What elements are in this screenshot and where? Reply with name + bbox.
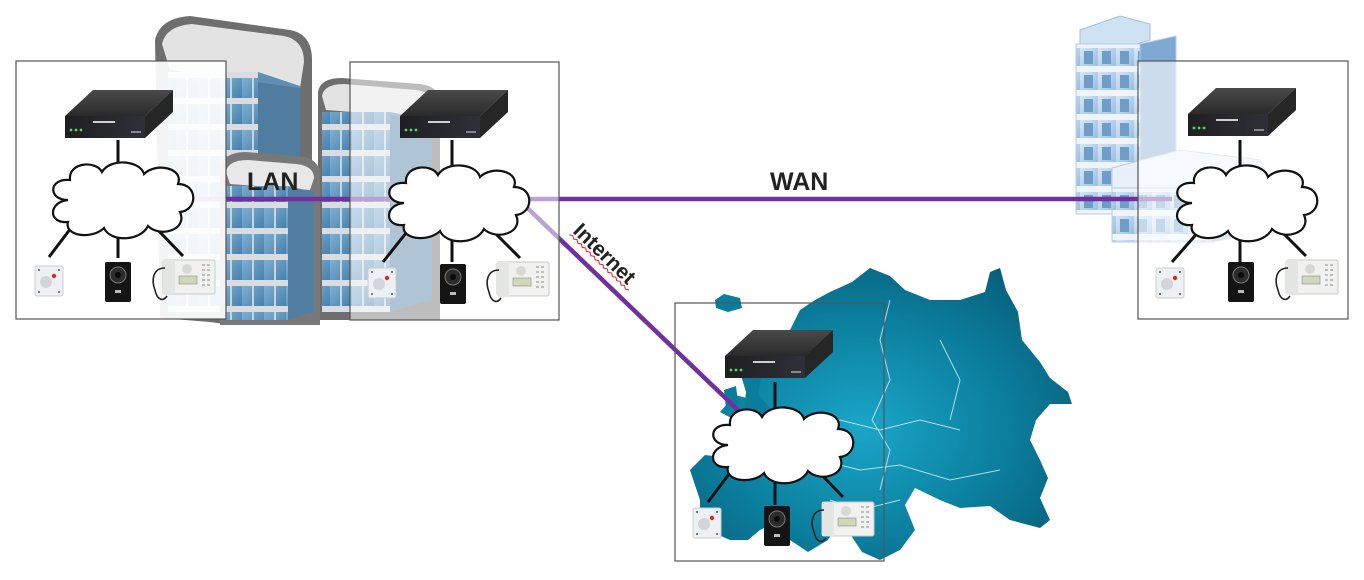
- site-d-video-door-station[interactable]: [763, 505, 791, 547]
- wan-label: WAN: [770, 168, 828, 196]
- site-a-wall-intercom[interactable]: [34, 265, 64, 297]
- site-d: [674, 302, 885, 562]
- site-b-wall-intercom[interactable]: [367, 267, 397, 299]
- lan-label: LAN: [247, 168, 298, 196]
- site-b-network-cloud[interactable]: [387, 164, 531, 243]
- site-c-network-cloud[interactable]: [1175, 164, 1319, 243]
- site-a-video-door-station[interactable]: [104, 261, 132, 303]
- site-d-frame: [674, 302, 885, 562]
- site-b-video-door-station[interactable]: [439, 263, 467, 305]
- site-c-wall-intercom[interactable]: [1155, 267, 1185, 299]
- site-a-network-cloud[interactable]: [51, 161, 195, 240]
- site-b: [349, 61, 560, 321]
- site-d-wall-intercom[interactable]: [692, 507, 722, 539]
- site-a: [15, 60, 227, 320]
- spellcheck-underline: [569, 234, 629, 291]
- site-d-network-cloud[interactable]: [711, 406, 855, 485]
- site-c: [1137, 60, 1349, 320]
- site-c-video-door-station[interactable]: [1227, 261, 1255, 303]
